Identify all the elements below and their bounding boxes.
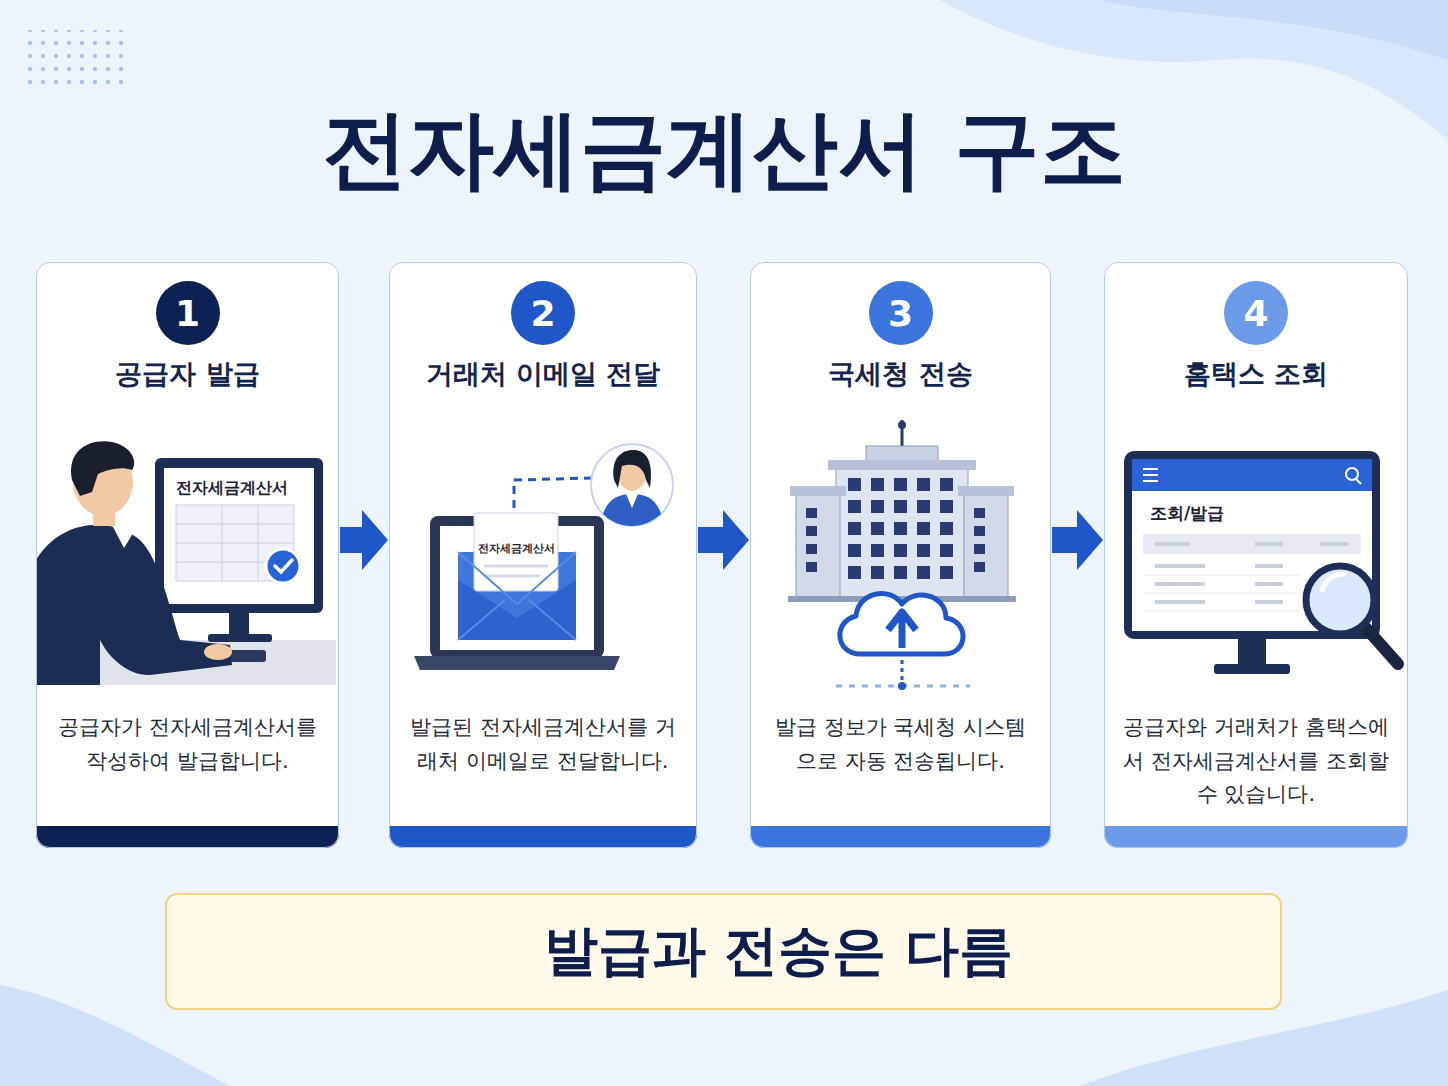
step-heading: 공급자 발급 (37, 356, 338, 392)
step-card: 국세청 전송발급 정보가 국세청 시스템으로 자동 전송됩니다. 3 (750, 262, 1051, 848)
step-number-circle: 1 (156, 281, 220, 345)
step-number: 2 (530, 293, 555, 334)
step-number-circle: 4 (1224, 281, 1288, 345)
screen-label: 전자세금계산서 (176, 478, 288, 499)
step-number-circle: 2 (511, 281, 575, 345)
step-description: 발급된 전자세금계산서를 거래처 이메일로 전달합니다. (406, 711, 680, 778)
step-number: 3 (888, 293, 913, 334)
screen-label: 조회/발급 (1150, 502, 1224, 525)
screen-label: 전자세금계산서 (478, 542, 555, 556)
step-heading: 홈택스 조회 (1105, 356, 1407, 392)
step-number-circle: 3 (869, 281, 933, 345)
step-number: 4 (1243, 293, 1268, 334)
warning-text: 발급과 전송은 다름 (544, 915, 1014, 988)
step-card: 거래처 이메일 전달발급된 전자세금계산서를 거래처 이메일로 전달합니다. 2 (389, 262, 697, 848)
step-description: 공급자가 전자세금계산서를 작성하여 발급합니다. (53, 711, 322, 778)
step-description: 발급 정보가 국세청 시스템으로 자동 전송됩니다. (767, 711, 1034, 778)
diagram-title: 전자세금계산서 구조 (0, 92, 1448, 209)
flow-arrow (340, 510, 388, 570)
step-heading: 국세청 전송 (751, 356, 1050, 392)
flow-arrow (698, 510, 749, 570)
step-number: 1 (175, 293, 200, 334)
step-card: 공급자 발급공급자가 전자세금계산서를 작성하여 발급합니다. 1 (36, 262, 339, 848)
step-heading: 거래처 이메일 전달 (390, 356, 696, 392)
step-description: 공급자와 거래처가 홈택스에서 전자세금계산서를 조회할 수 있습니다. (1121, 711, 1391, 812)
warning-box: 발급과 전송은 다름 (165, 893, 1282, 1010)
step-card: 홈택스 조회공급자와 거래처가 홈택스에서 전자세금계산서를 조회할 수 있습니… (1104, 262, 1408, 848)
flow-arrow (1052, 510, 1103, 570)
